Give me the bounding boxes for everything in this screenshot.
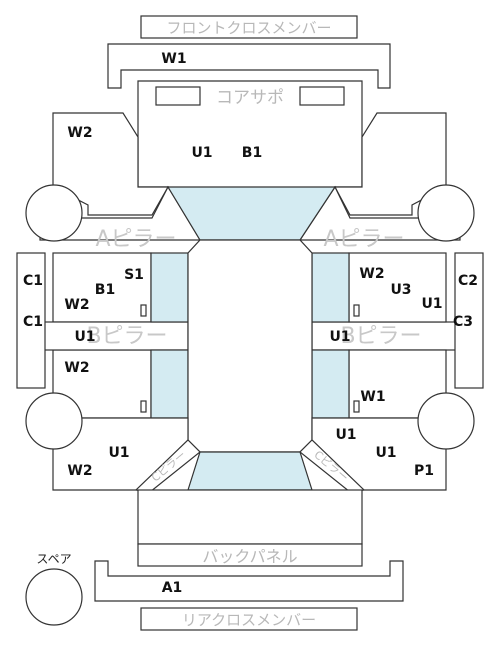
code-c1-upper: C1 bbox=[23, 273, 43, 289]
front-bumper-reinforcement-bracket[interactable] bbox=[107, 43, 391, 89]
left-side-sill-c[interactable] bbox=[16, 252, 46, 389]
rear-bumper-reinforcement-bracket[interactable] bbox=[94, 560, 404, 602]
core-support-label: コアサポ bbox=[216, 88, 284, 108]
code-w2-left-upper: W2 bbox=[64, 297, 89, 313]
code-w1-right-lower: W1 bbox=[360, 389, 385, 405]
code-u1-right-upper: U1 bbox=[421, 296, 442, 312]
core-support-slot-left[interactable] bbox=[155, 86, 201, 106]
code-u1-left-b: U1 bbox=[74, 329, 95, 345]
code-w2-front-left: W2 bbox=[67, 125, 92, 141]
code-p1: P1 bbox=[414, 463, 434, 479]
code-b1-left: B1 bbox=[95, 282, 115, 298]
code-c1-lower: C1 bbox=[23, 314, 43, 330]
code-c2: C2 bbox=[458, 273, 478, 289]
code-u1-rear-right-b: U1 bbox=[375, 445, 396, 461]
rear-right-tire[interactable] bbox=[417, 392, 475, 450]
rear-window-glass[interactable] bbox=[187, 451, 313, 491]
rear-right-door-handle bbox=[353, 400, 360, 413]
rear-left-door-handle bbox=[140, 400, 147, 413]
front-left-tire[interactable] bbox=[25, 184, 83, 242]
front-right-tire[interactable] bbox=[417, 184, 475, 242]
rear-cross-member-label: リアクロスメンバー bbox=[182, 611, 316, 629]
b-pillar-left-label: Bピラー bbox=[86, 324, 167, 349]
rear-left-tire[interactable] bbox=[25, 392, 83, 450]
code-b1-front: B1 bbox=[242, 145, 262, 161]
code-w1-top: W1 bbox=[161, 51, 186, 67]
rear-cross-member-box[interactable] bbox=[140, 607, 358, 631]
code-u3: U3 bbox=[390, 282, 411, 298]
a-pillar-left-label: Aピラー bbox=[95, 227, 176, 252]
spare-label: スペア bbox=[36, 552, 71, 566]
code-u1-rear-right-a: U1 bbox=[335, 427, 356, 443]
b-pillar-right-label: Bピラー bbox=[340, 324, 421, 349]
front-cross-member-label: フロントクロスメンバー bbox=[166, 19, 331, 37]
front-left-window-glass[interactable] bbox=[150, 252, 189, 323]
back-panel-label: バックパネル bbox=[202, 547, 297, 566]
trunk-lid[interactable] bbox=[137, 489, 363, 545]
roof-panel[interactable] bbox=[187, 239, 313, 453]
code-u1-right-b: U1 bbox=[329, 329, 350, 345]
right-side-sill-c[interactable] bbox=[454, 252, 484, 389]
rear-right-window-glass[interactable] bbox=[311, 349, 350, 419]
front-left-door[interactable] bbox=[52, 252, 152, 323]
front-left-door-handle bbox=[140, 304, 147, 317]
front-right-door-handle bbox=[353, 304, 360, 317]
core-support-slot-right[interactable] bbox=[299, 86, 345, 106]
b-pillar-right-band[interactable] bbox=[311, 321, 461, 351]
code-w2-left-lower: W2 bbox=[64, 360, 89, 376]
code-a1: A1 bbox=[162, 580, 183, 596]
b-pillar-left-band[interactable] bbox=[39, 321, 189, 351]
back-panel-box[interactable] bbox=[137, 543, 363, 567]
code-w2-right-upper: W2 bbox=[359, 266, 384, 282]
code-c3: C3 bbox=[453, 314, 473, 330]
rear-left-window-glass[interactable] bbox=[150, 349, 189, 419]
code-u1-rear-left: U1 bbox=[108, 445, 129, 461]
front-right-door[interactable] bbox=[348, 252, 447, 323]
a-pillar-right-label: Aピラー bbox=[323, 227, 404, 252]
code-s1: S1 bbox=[124, 267, 144, 283]
front-right-window-glass[interactable] bbox=[311, 252, 350, 323]
code-u1-front: U1 bbox=[191, 145, 212, 161]
spare-tire[interactable] bbox=[25, 568, 83, 626]
code-w2-rear-left: W2 bbox=[67, 463, 92, 479]
front-cross-member-box[interactable] bbox=[140, 15, 358, 39]
